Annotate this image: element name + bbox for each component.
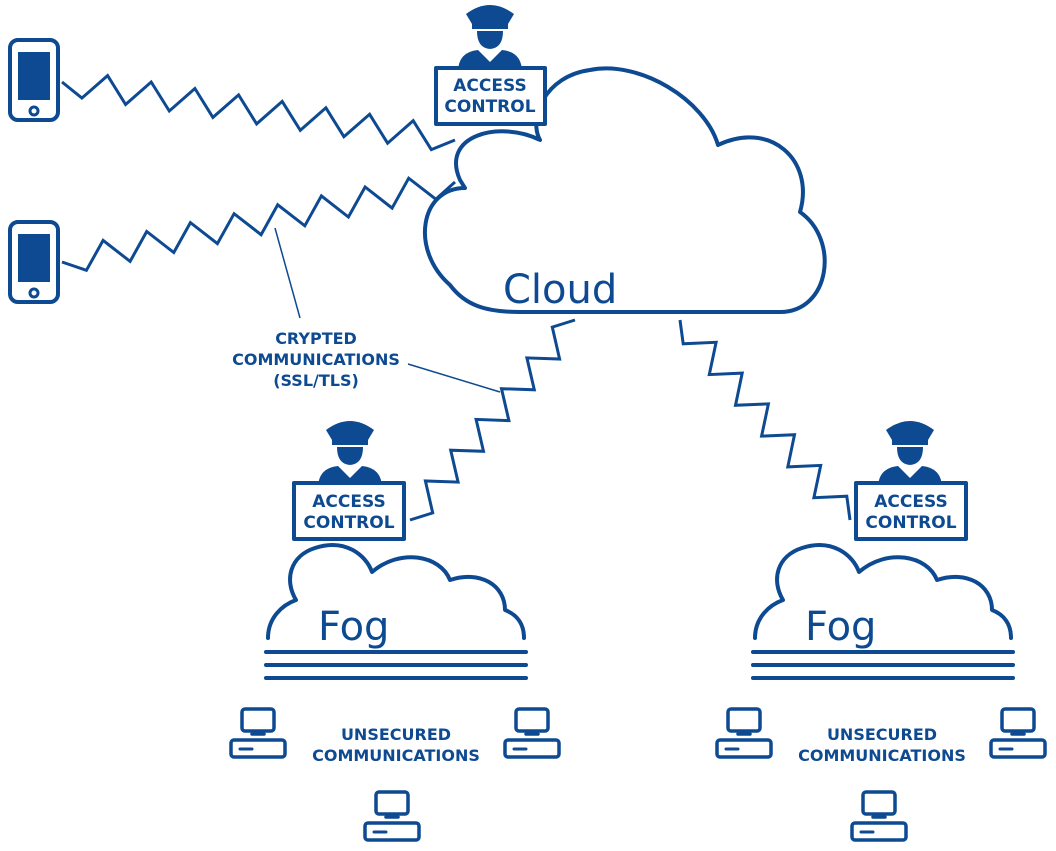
fog-node-right: Fog ACCESS CONTROL — [751, 420, 1015, 680]
crypted-line1: CRYPTED — [275, 329, 357, 348]
desktop-computer-icon — [503, 707, 561, 759]
desktop-computer-icon — [363, 790, 421, 842]
smartphone-icon — [8, 38, 60, 122]
unsecured-right-line2: COMMUNICATIONS — [798, 746, 966, 765]
police-officer-icon — [317, 420, 383, 489]
unsecured-devices-left: UNSECURED COMMUNICATIONS — [229, 707, 561, 842]
desktop-computer-icon — [850, 790, 908, 842]
unsecured-right-line1: UNSECURED — [827, 725, 937, 744]
communication-links — [61, 73, 852, 522]
cloud-to-fog-left-link — [409, 318, 576, 522]
cloud-icon: Fog — [266, 543, 526, 650]
fog-right-label: Fog — [805, 604, 876, 650]
fog-node-left: Fog ACCESS CONTROL — [264, 420, 528, 680]
unsecured-left-line1: UNSECURED — [341, 725, 451, 744]
cloud-icon: Cloud — [423, 66, 827, 314]
access-control-line2: CONTROL — [444, 97, 535, 117]
access-control-line1: ACCESS — [453, 76, 526, 96]
fog-left-label: Fog — [318, 604, 389, 650]
crypted-communications-note: CRYPTED COMMUNICATIONS (SSL/TLS) — [232, 227, 501, 393]
police-officer-icon — [457, 4, 523, 73]
access-control-line1: ACCESS — [874, 492, 947, 512]
access-control-line2: CONTROL — [303, 513, 394, 533]
desktop-computer-icon — [989, 707, 1047, 759]
cloud-to-fog-right-link — [678, 319, 852, 521]
unsecured-devices-right: UNSECURED COMMUNICATIONS — [715, 707, 1047, 842]
unsecured-left-line2: COMMUNICATIONS — [312, 746, 480, 765]
crypted-line3: (SSL/TLS) — [273, 371, 359, 390]
police-officer-icon — [877, 420, 943, 489]
phone-bottom-link — [61, 175, 457, 273]
phone-top-link — [61, 73, 456, 152]
access-control-cloud: ACCESS CONTROL — [434, 4, 547, 126]
cloud-label: Cloud — [503, 267, 617, 313]
desktop-computer-icon — [715, 707, 773, 759]
cloud-icon: Fog — [753, 543, 1013, 650]
desktop-computer-icon — [229, 707, 287, 759]
access-control-line2: CONTROL — [865, 513, 956, 533]
access-control-line1: ACCESS — [312, 492, 385, 512]
smartphone-icon — [8, 220, 60, 304]
crypted-line2: COMMUNICATIONS — [232, 350, 400, 369]
